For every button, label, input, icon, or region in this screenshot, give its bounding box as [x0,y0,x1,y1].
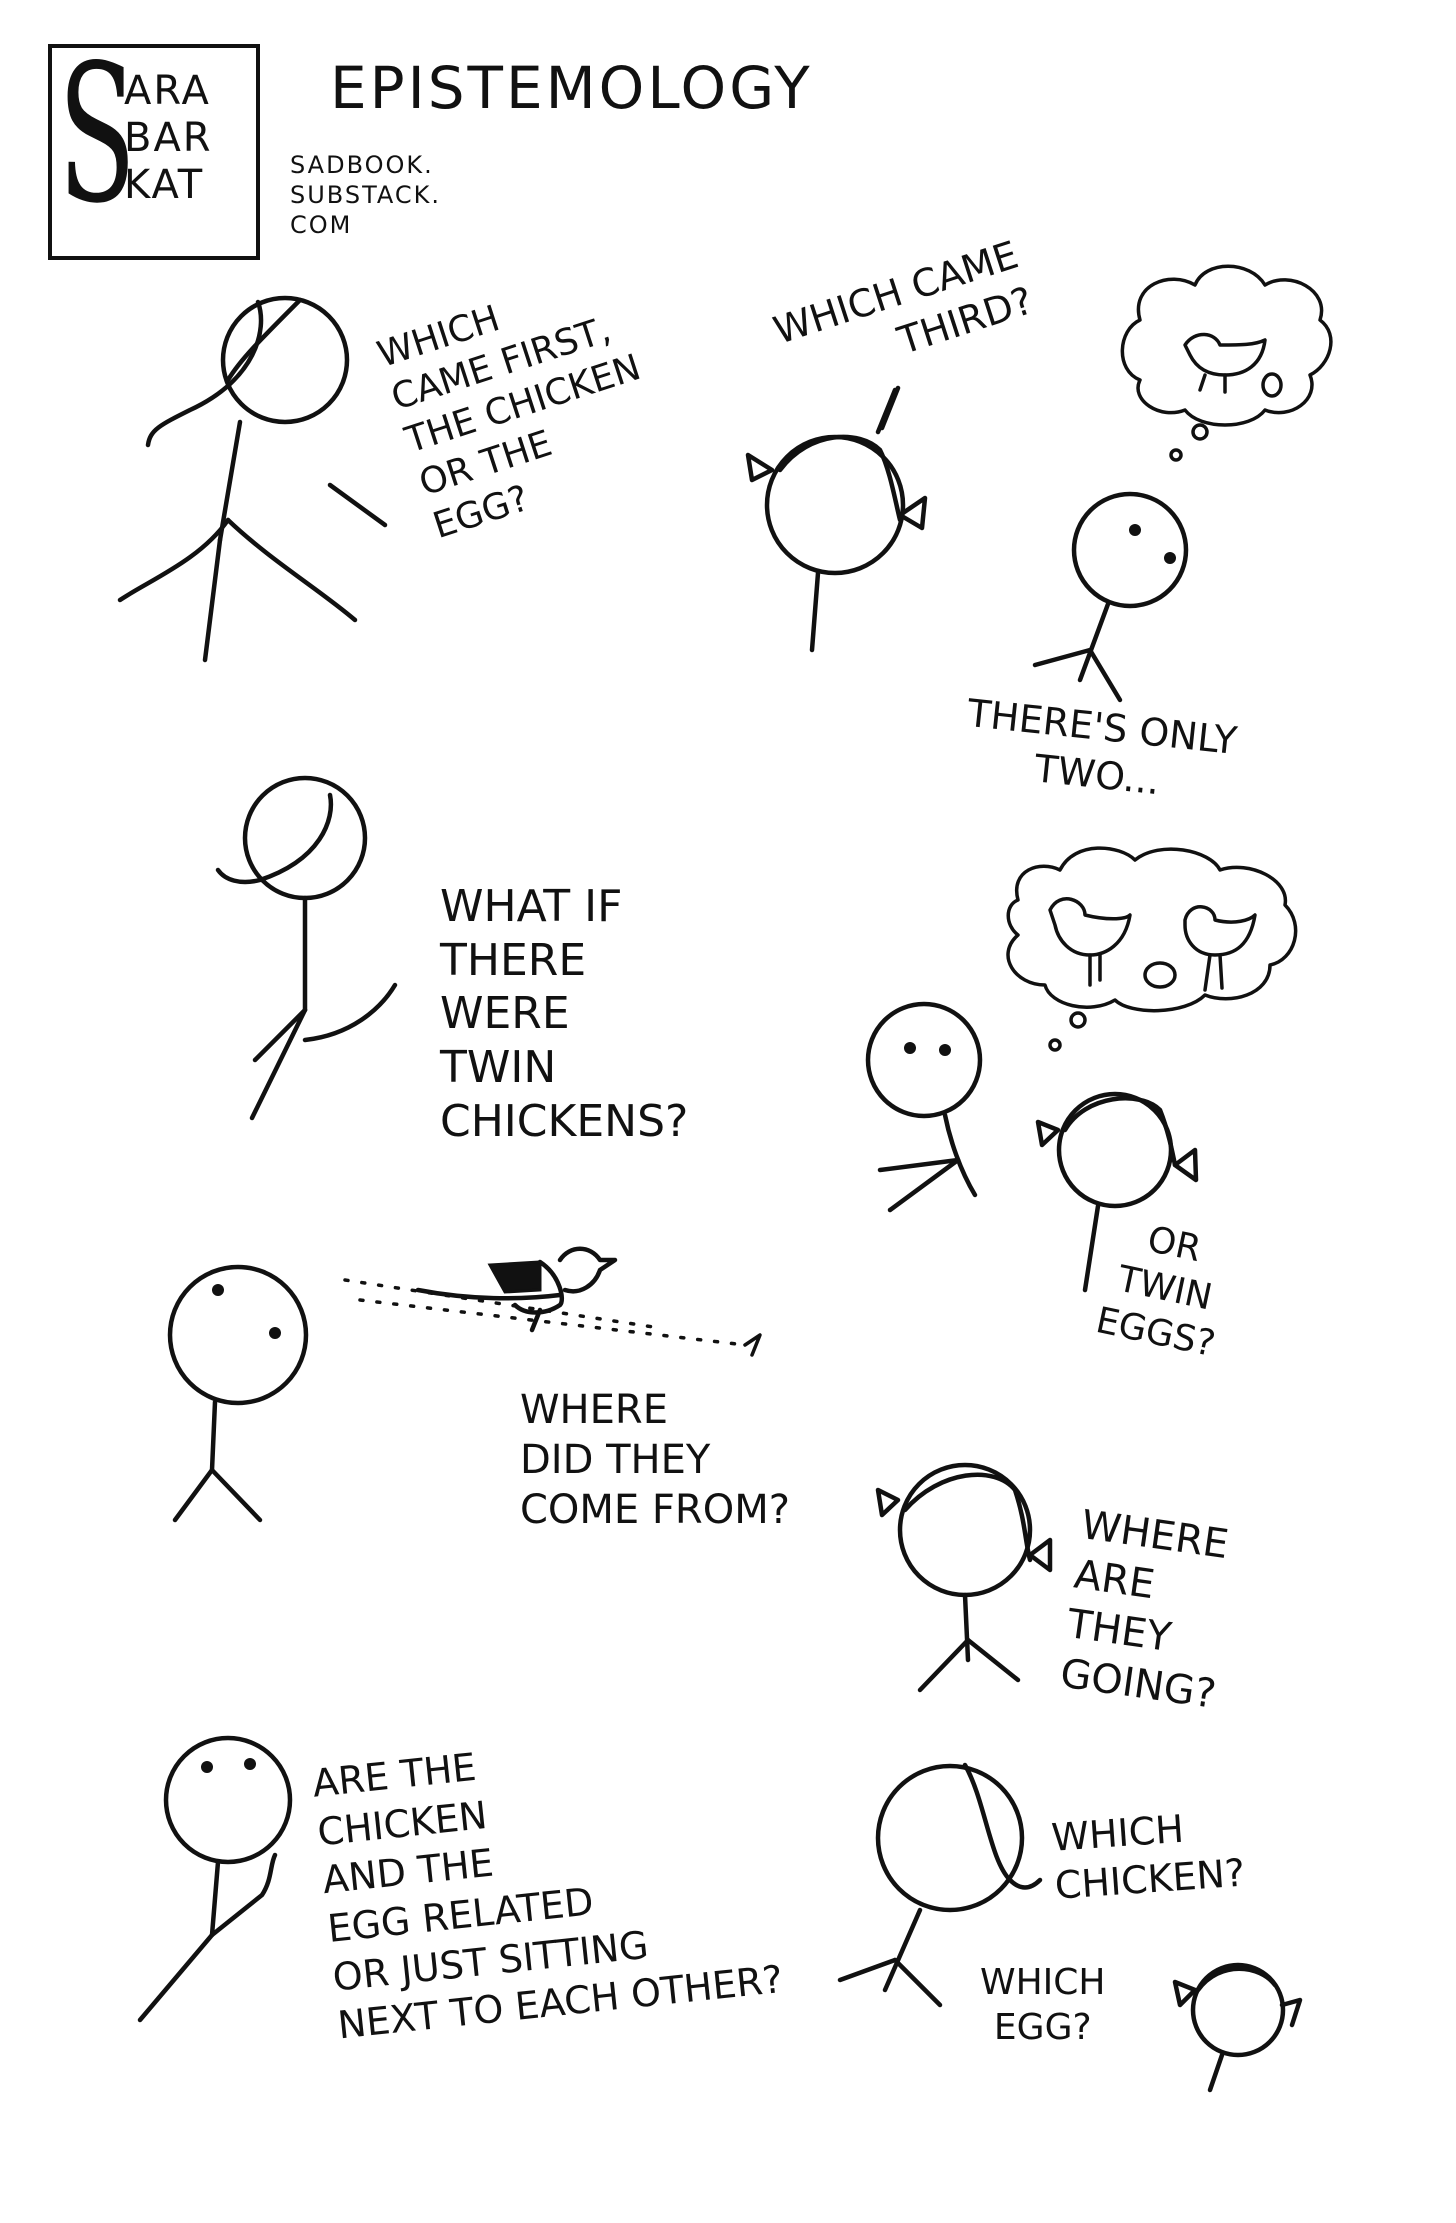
author-logo [48,44,260,260]
chicken-icon [343,1246,762,1357]
speech-which-chicken: Which chicken? [1050,1806,1247,1908]
stick-figure-icon [137,1735,293,2023]
stick-figure-icon [215,775,398,1121]
stick-figure-icon [1172,1962,1303,2093]
logo-initial: S [58,24,137,245]
stick-figure-icon [167,1264,309,1523]
speech-where-from: Where did they come from? [520,1387,790,1533]
stick-figure-icon [117,295,388,663]
logo-name: ARA BAR KAT [124,68,213,209]
thought-bubble-icon [1006,846,1298,1052]
thought-bubble-icon [1120,264,1333,462]
stick-figure-icon [875,1462,1053,1693]
stick-figure-icon [745,387,928,653]
speech-are-they-related: Are the chicken and the egg related or j… [310,1744,785,2048]
stick-figure-icon [1035,1091,1199,1293]
stick-figure-icon [837,1762,1043,2008]
speech-twin-chickens: What if there were twin chickens? [440,881,689,1147]
speech-which-egg: Which egg? [980,1962,1106,2048]
stick-figure-icon [865,1001,983,1213]
comic-title: Epistemology [330,54,813,122]
stick-figure-icon [1032,491,1189,703]
source-url: Sadbook. substack. com [290,151,441,239]
speech-where-going: Where are they going? [1057,1501,1232,1718]
